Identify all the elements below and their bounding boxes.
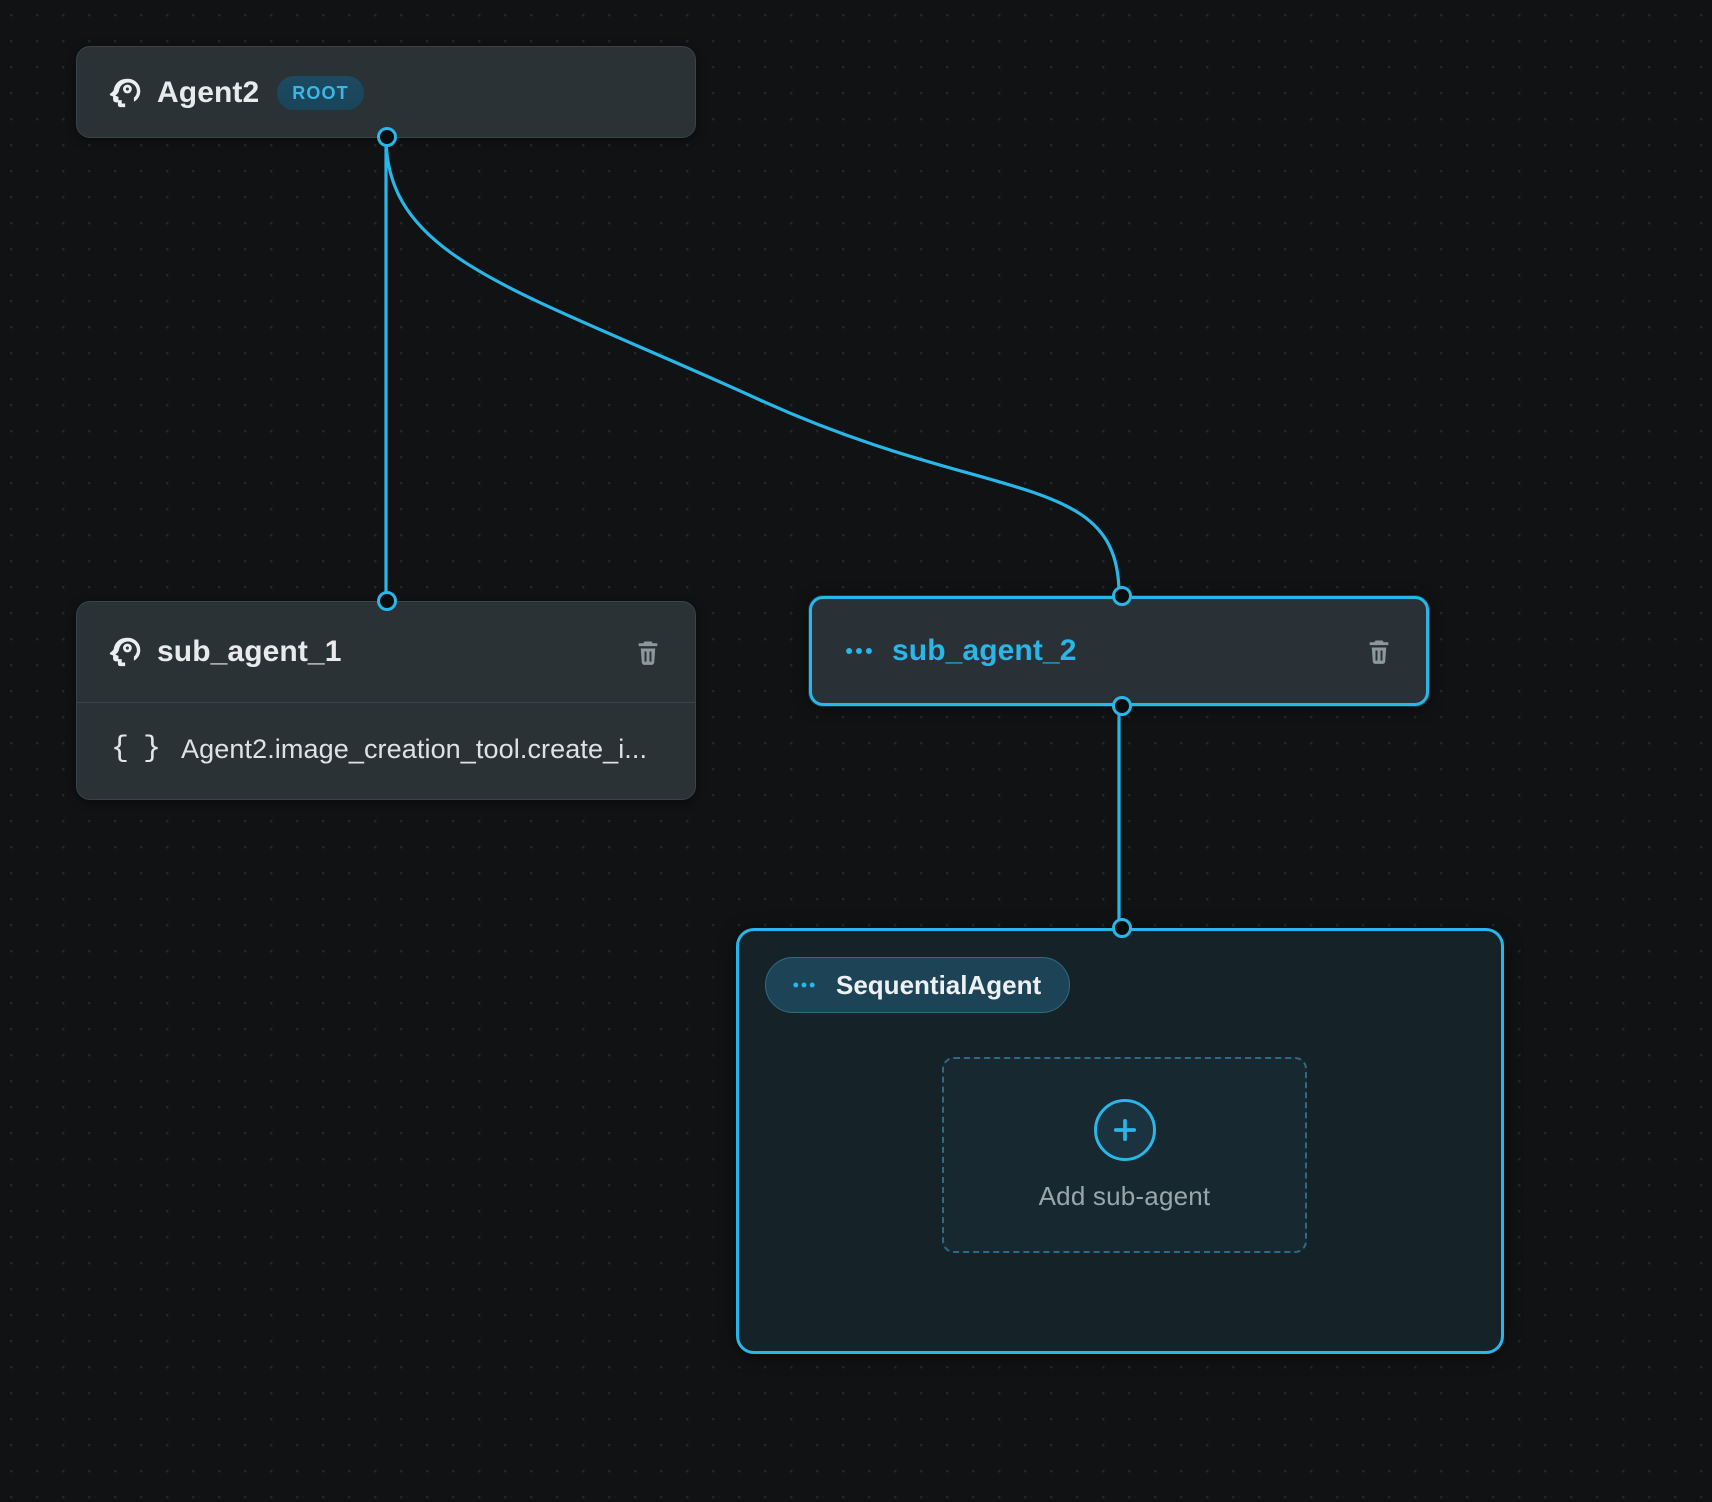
- node-sub-agent-1[interactable]: sub_agent_1 { } Agent2.image_creation_to…: [76, 591, 696, 800]
- more-horizontal-icon: [842, 634, 876, 668]
- node-title: sub_agent_1: [157, 635, 342, 668]
- output-port-root[interactable]: [377, 127, 397, 147]
- input-port-sequential-agent[interactable]: [1112, 918, 1132, 938]
- sequential-agent-badge[interactable]: SequentialAgent: [765, 957, 1071, 1013]
- trash-icon[interactable]: [1358, 630, 1400, 672]
- more-horizontal-icon: [790, 971, 818, 999]
- node-divider: [77, 702, 695, 703]
- add-sub-agent-dropzone[interactable]: Add sub-agent: [942, 1057, 1307, 1253]
- input-port-sub-agent-1[interactable]: [377, 591, 397, 611]
- add-sub-agent-label: Add sub-agent: [1038, 1180, 1211, 1211]
- trash-icon[interactable]: [627, 631, 669, 673]
- node-title: sub_agent_2: [892, 634, 1077, 667]
- output-port-sub-agent-2[interactable]: [1112, 696, 1132, 716]
- node-sub-agent-2[interactable]: sub_agent_2: [809, 586, 1429, 716]
- psychology-icon: [107, 635, 141, 669]
- braces-icon: { }: [111, 732, 161, 766]
- node-title: Agent2: [157, 76, 260, 109]
- tool-label: Agent2.image_creation_tool.create_i...: [181, 733, 648, 764]
- node-sequential-agent[interactable]: SequentialAgent Add sub-agent: [736, 918, 1504, 1354]
- psychology-icon: [107, 76, 141, 110]
- plus-icon[interactable]: [1093, 1098, 1156, 1161]
- input-port-sub-agent-2[interactable]: [1112, 586, 1132, 606]
- tool-row[interactable]: { } Agent2.image_creation_tool.create_i.…: [77, 703, 695, 795]
- root-badge: ROOT: [277, 76, 364, 110]
- sequential-agent-label: SequentialAgent: [836, 969, 1042, 1000]
- node-agent2-root[interactable]: Agent2 ROOT: [76, 46, 696, 147]
